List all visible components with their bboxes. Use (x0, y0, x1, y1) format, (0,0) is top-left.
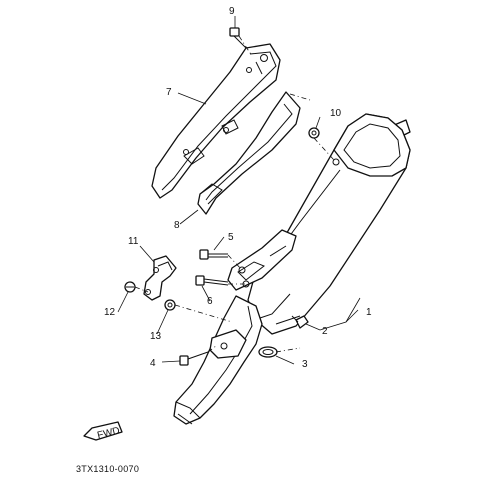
callout-13: 13 (150, 331, 162, 342)
bolt-9 (229, 27, 247, 49)
callout-3: 3 (302, 359, 308, 370)
washer-10 (308, 127, 320, 139)
callout-labels: 9 7 10 8 11 5 6 12 13 1 2 3 4 (104, 6, 372, 370)
callout-9: 9 (229, 6, 235, 17)
callout-7: 7 (166, 87, 172, 98)
callout-10: 10 (330, 108, 342, 119)
callout-5: 5 (228, 232, 234, 243)
lower-heat-shield (197, 91, 311, 215)
upper-heat-shield (151, 43, 281, 199)
stay-bracket (143, 255, 177, 301)
callout-11: 11 (128, 236, 139, 247)
exhaust-pipe (173, 295, 263, 425)
callout-2: 2 (322, 326, 328, 337)
muffler-body (227, 113, 411, 335)
callout-6: 6 (207, 296, 213, 307)
alignment-lines (134, 35, 335, 353)
fwd-label: FWD (96, 425, 121, 441)
screw-2 (291, 315, 309, 329)
leader-lines (117, 16, 361, 365)
bolt-4 (179, 351, 209, 366)
washer-13 (164, 299, 176, 311)
callout-12: 12 (104, 307, 116, 318)
fwd-arrow: FWD (83, 421, 123, 441)
exhaust-gasket (258, 346, 278, 358)
bolt-5 (199, 249, 228, 260)
nut-12 (124, 281, 136, 293)
callout-8: 8 (174, 220, 180, 231)
callout-1: 1 (366, 307, 372, 318)
callout-4: 4 (150, 358, 156, 369)
bolt-6 (195, 275, 229, 286)
drawing-code: 3TX1310-0070 (76, 464, 139, 474)
